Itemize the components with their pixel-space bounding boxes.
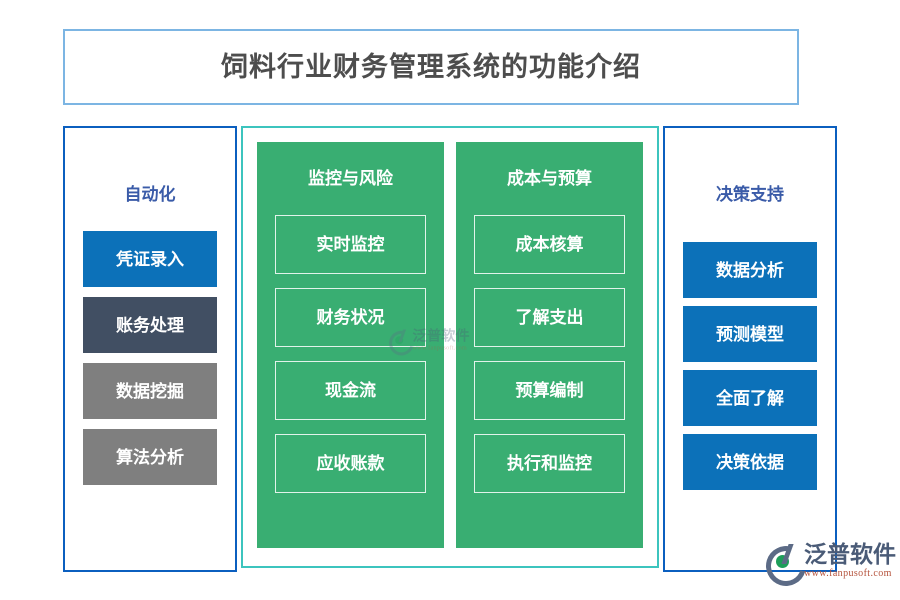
automation-item-0[interactable]: 凭证录入 (83, 231, 217, 287)
panel-automation: 自动化 凭证录入 账务处理 数据挖掘 算法分析 (63, 126, 237, 572)
cost-budget-item-2-label: 预算编制 (515, 381, 584, 400)
decision-support-item-3[interactable]: 决策依据 (683, 434, 817, 490)
page-title: 饲料行业财务管理系统的功能介绍 (221, 51, 641, 82)
cost-budget-item-1-label: 了解支出 (515, 308, 584, 327)
cost-budget-item-0-label: 成本核算 (515, 235, 584, 254)
automation-item-0-label: 凭证录入 (116, 249, 184, 269)
decision-support-item-list: 数据分析 预测模型 全面了解 决策依据 (683, 242, 817, 490)
automation-item-3[interactable]: 算法分析 (83, 429, 217, 485)
automation-item-1[interactable]: 账务处理 (83, 297, 217, 353)
group-cost-budget: 成本与预算 成本核算 了解支出 预算编制 执行和监控 (456, 142, 643, 548)
column-heading-decision-support: 决策支持 (716, 185, 784, 204)
decision-support-item-1-label: 预测模型 (716, 324, 784, 344)
automation-item-2-label: 数据挖掘 (116, 381, 184, 401)
automation-item-list: 凭证录入 账务处理 数据挖掘 算法分析 (83, 231, 217, 485)
decision-support-item-1[interactable]: 预测模型 (683, 306, 817, 362)
cost-budget-item-0[interactable]: 成本核算 (474, 215, 625, 274)
monitor-risk-item-3[interactable]: 应收账款 (275, 434, 426, 493)
monitor-risk-item-3-label: 应收账款 (316, 454, 385, 473)
monitor-risk-item-0-label: 实时监控 (316, 235, 385, 254)
automation-item-3-label: 算法分析 (116, 447, 184, 467)
decision-support-item-2[interactable]: 全面了解 (683, 370, 817, 426)
decision-support-item-0-label: 数据分析 (716, 260, 784, 280)
automation-item-1-label: 账务处理 (116, 315, 184, 335)
group-monitor-risk: 监控与风险 实时监控 财务状况 现金流 应收账款 (257, 142, 444, 548)
column-heading-cost-budget: 成本与预算 (507, 169, 592, 188)
cost-budget-item-3[interactable]: 执行和监控 (474, 434, 625, 493)
page-title-box: 饲料行业财务管理系统的功能介绍 (63, 29, 799, 105)
cost-budget-item-3-label: 执行和监控 (507, 454, 592, 473)
panel-decision-support: 决策支持 数据分析 预测模型 全面了解 决策依据 (663, 126, 837, 572)
column-heading-monitor-risk: 监控与风险 (308, 169, 393, 188)
monitor-risk-item-2-label: 现金流 (325, 381, 376, 400)
decision-support-item-0[interactable]: 数据分析 (683, 242, 817, 298)
decision-support-item-2-label: 全面了解 (716, 388, 784, 408)
monitor-risk-item-0[interactable]: 实时监控 (275, 215, 426, 274)
decision-support-item-3-label: 决策依据 (716, 452, 784, 472)
column-heading-automation: 自动化 (124, 185, 176, 204)
monitor-risk-item-2[interactable]: 现金流 (275, 361, 426, 420)
cost-budget-item-2[interactable]: 预算编制 (474, 361, 625, 420)
cost-budget-item-list: 成本核算 了解支出 预算编制 执行和监控 (474, 215, 625, 493)
monitor-risk-item-1[interactable]: 财务状况 (275, 288, 426, 347)
panel-center-container: 监控与风险 实时监控 财务状况 现金流 应收账款 成本与预算 成本核算 了解支出 (241, 126, 659, 568)
automation-item-2[interactable]: 数据挖掘 (83, 363, 217, 419)
cost-budget-item-1[interactable]: 了解支出 (474, 288, 625, 347)
monitor-risk-item-list: 实时监控 财务状况 现金流 应收账款 (275, 215, 426, 493)
monitor-risk-item-1-label: 财务状况 (316, 308, 385, 327)
